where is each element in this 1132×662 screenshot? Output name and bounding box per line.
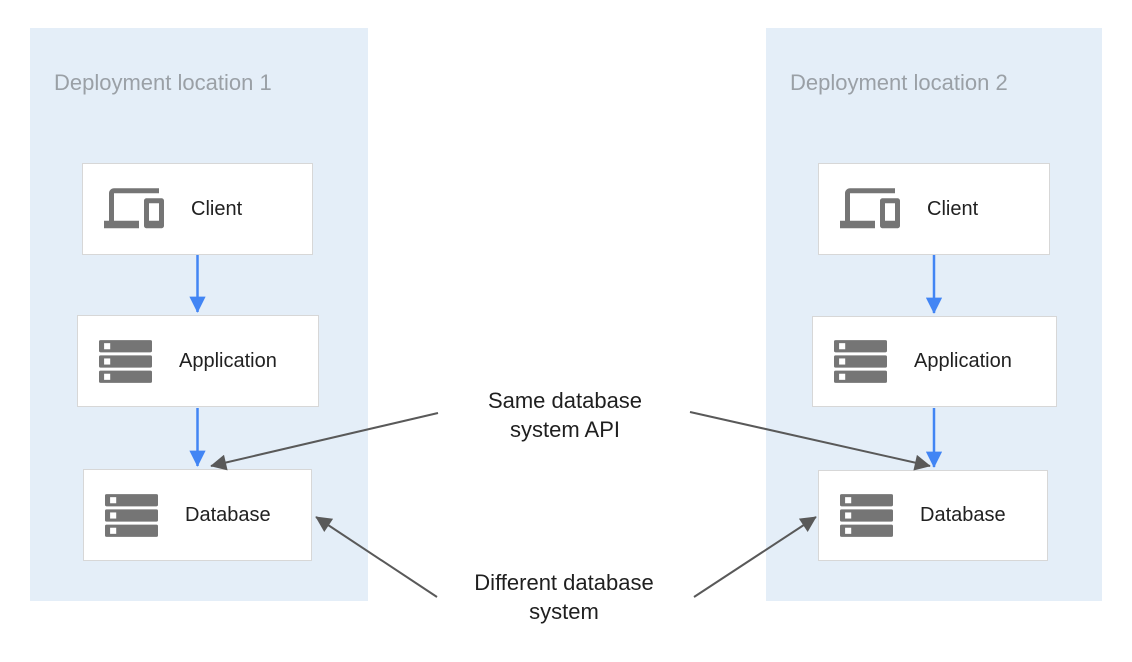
database-node-1: Database: [83, 469, 312, 561]
database-node-label: Database: [185, 503, 271, 526]
server-stack-icon: [840, 494, 893, 537]
database-node-2: Database: [818, 470, 1048, 561]
application-node-label: Application: [179, 349, 277, 372]
client-node-label: Client: [191, 197, 243, 220]
server-stack-icon: [834, 340, 887, 383]
deployment-location-1-title: Deployment location 1: [54, 70, 272, 95]
same-database-system-api-label: Same database system API: [487, 388, 643, 442]
application-node-label: Application: [914, 350, 1012, 372]
database-node-label: Database: [920, 504, 1006, 526]
devices-icon: [840, 187, 900, 228]
devices-icon: [104, 187, 164, 228]
application-node-2: Application: [812, 316, 1057, 407]
client-node-label: Client: [927, 197, 979, 220]
server-stack-icon: [99, 339, 152, 383]
different-database-system-label: Different database system: [474, 570, 654, 624]
application-node-1: Application: [77, 315, 319, 407]
client-node-2: Client: [818, 163, 1050, 255]
server-stack-icon: [105, 493, 158, 537]
client-node-1: Client: [82, 163, 313, 255]
deployment-location-2-title: Deployment location 2: [790, 70, 1008, 95]
